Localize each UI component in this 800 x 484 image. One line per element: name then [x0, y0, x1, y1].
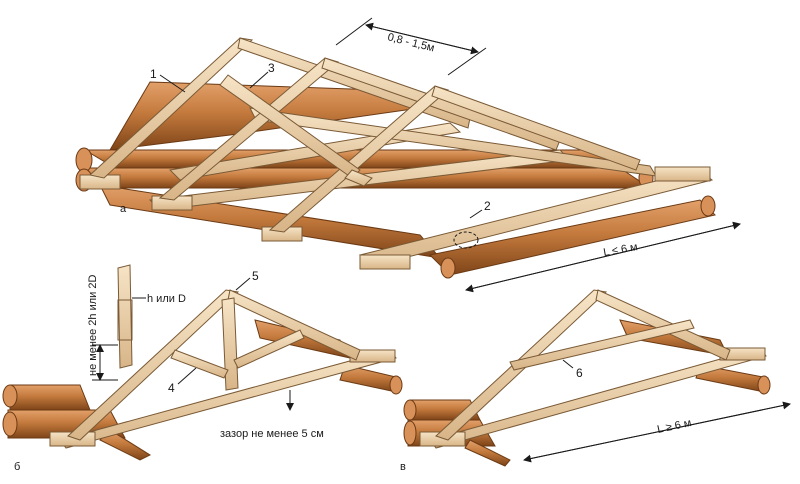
span-a-label: L ≤ 6 м: [602, 241, 638, 259]
panel-label-b: б: [14, 461, 20, 473]
panel-a-rafters: [88, 37, 641, 233]
panel-a-drawing: 1 3 2 0,8 - 1,5м L ≤ 6 м а: [75, 17, 741, 293]
callout-3: 3: [268, 61, 275, 75]
panel-v-span-dimension: [523, 359, 791, 463]
callout-6: 6: [576, 366, 583, 380]
panel-v-truss: [419, 289, 767, 449]
spacing-label: 0,8 - 1,5м: [386, 31, 435, 54]
overlap-label: не менее 2h или 2D: [87, 275, 99, 376]
panel-a-joint-marker: [453, 231, 479, 249]
panel-b-drawing: 5 4 h или D не менее 2h или 2D зазор не …: [2, 264, 403, 473]
gap-label: зазор не менее 5 см: [220, 428, 324, 440]
panel-a-span-dimension: [465, 221, 741, 293]
panel-label-v: в: [400, 461, 406, 473]
callout-1: 1: [150, 67, 157, 81]
callout-2: 2: [484, 199, 491, 213]
panel-v-drawing: 6 L ≥ 6 м в: [400, 289, 791, 473]
span-v-label: L ≥ 6 м: [656, 417, 692, 436]
joint-size-label: h или D: [147, 293, 186, 305]
panel-label-a: а: [120, 203, 127, 215]
joint-detail: [92, 264, 146, 381]
callout-5: 5: [252, 269, 259, 283]
panel-a-spacing-dimension: [335, 17, 487, 76]
callout-4: 4: [168, 381, 175, 395]
panel-b-truss: [49, 289, 397, 449]
